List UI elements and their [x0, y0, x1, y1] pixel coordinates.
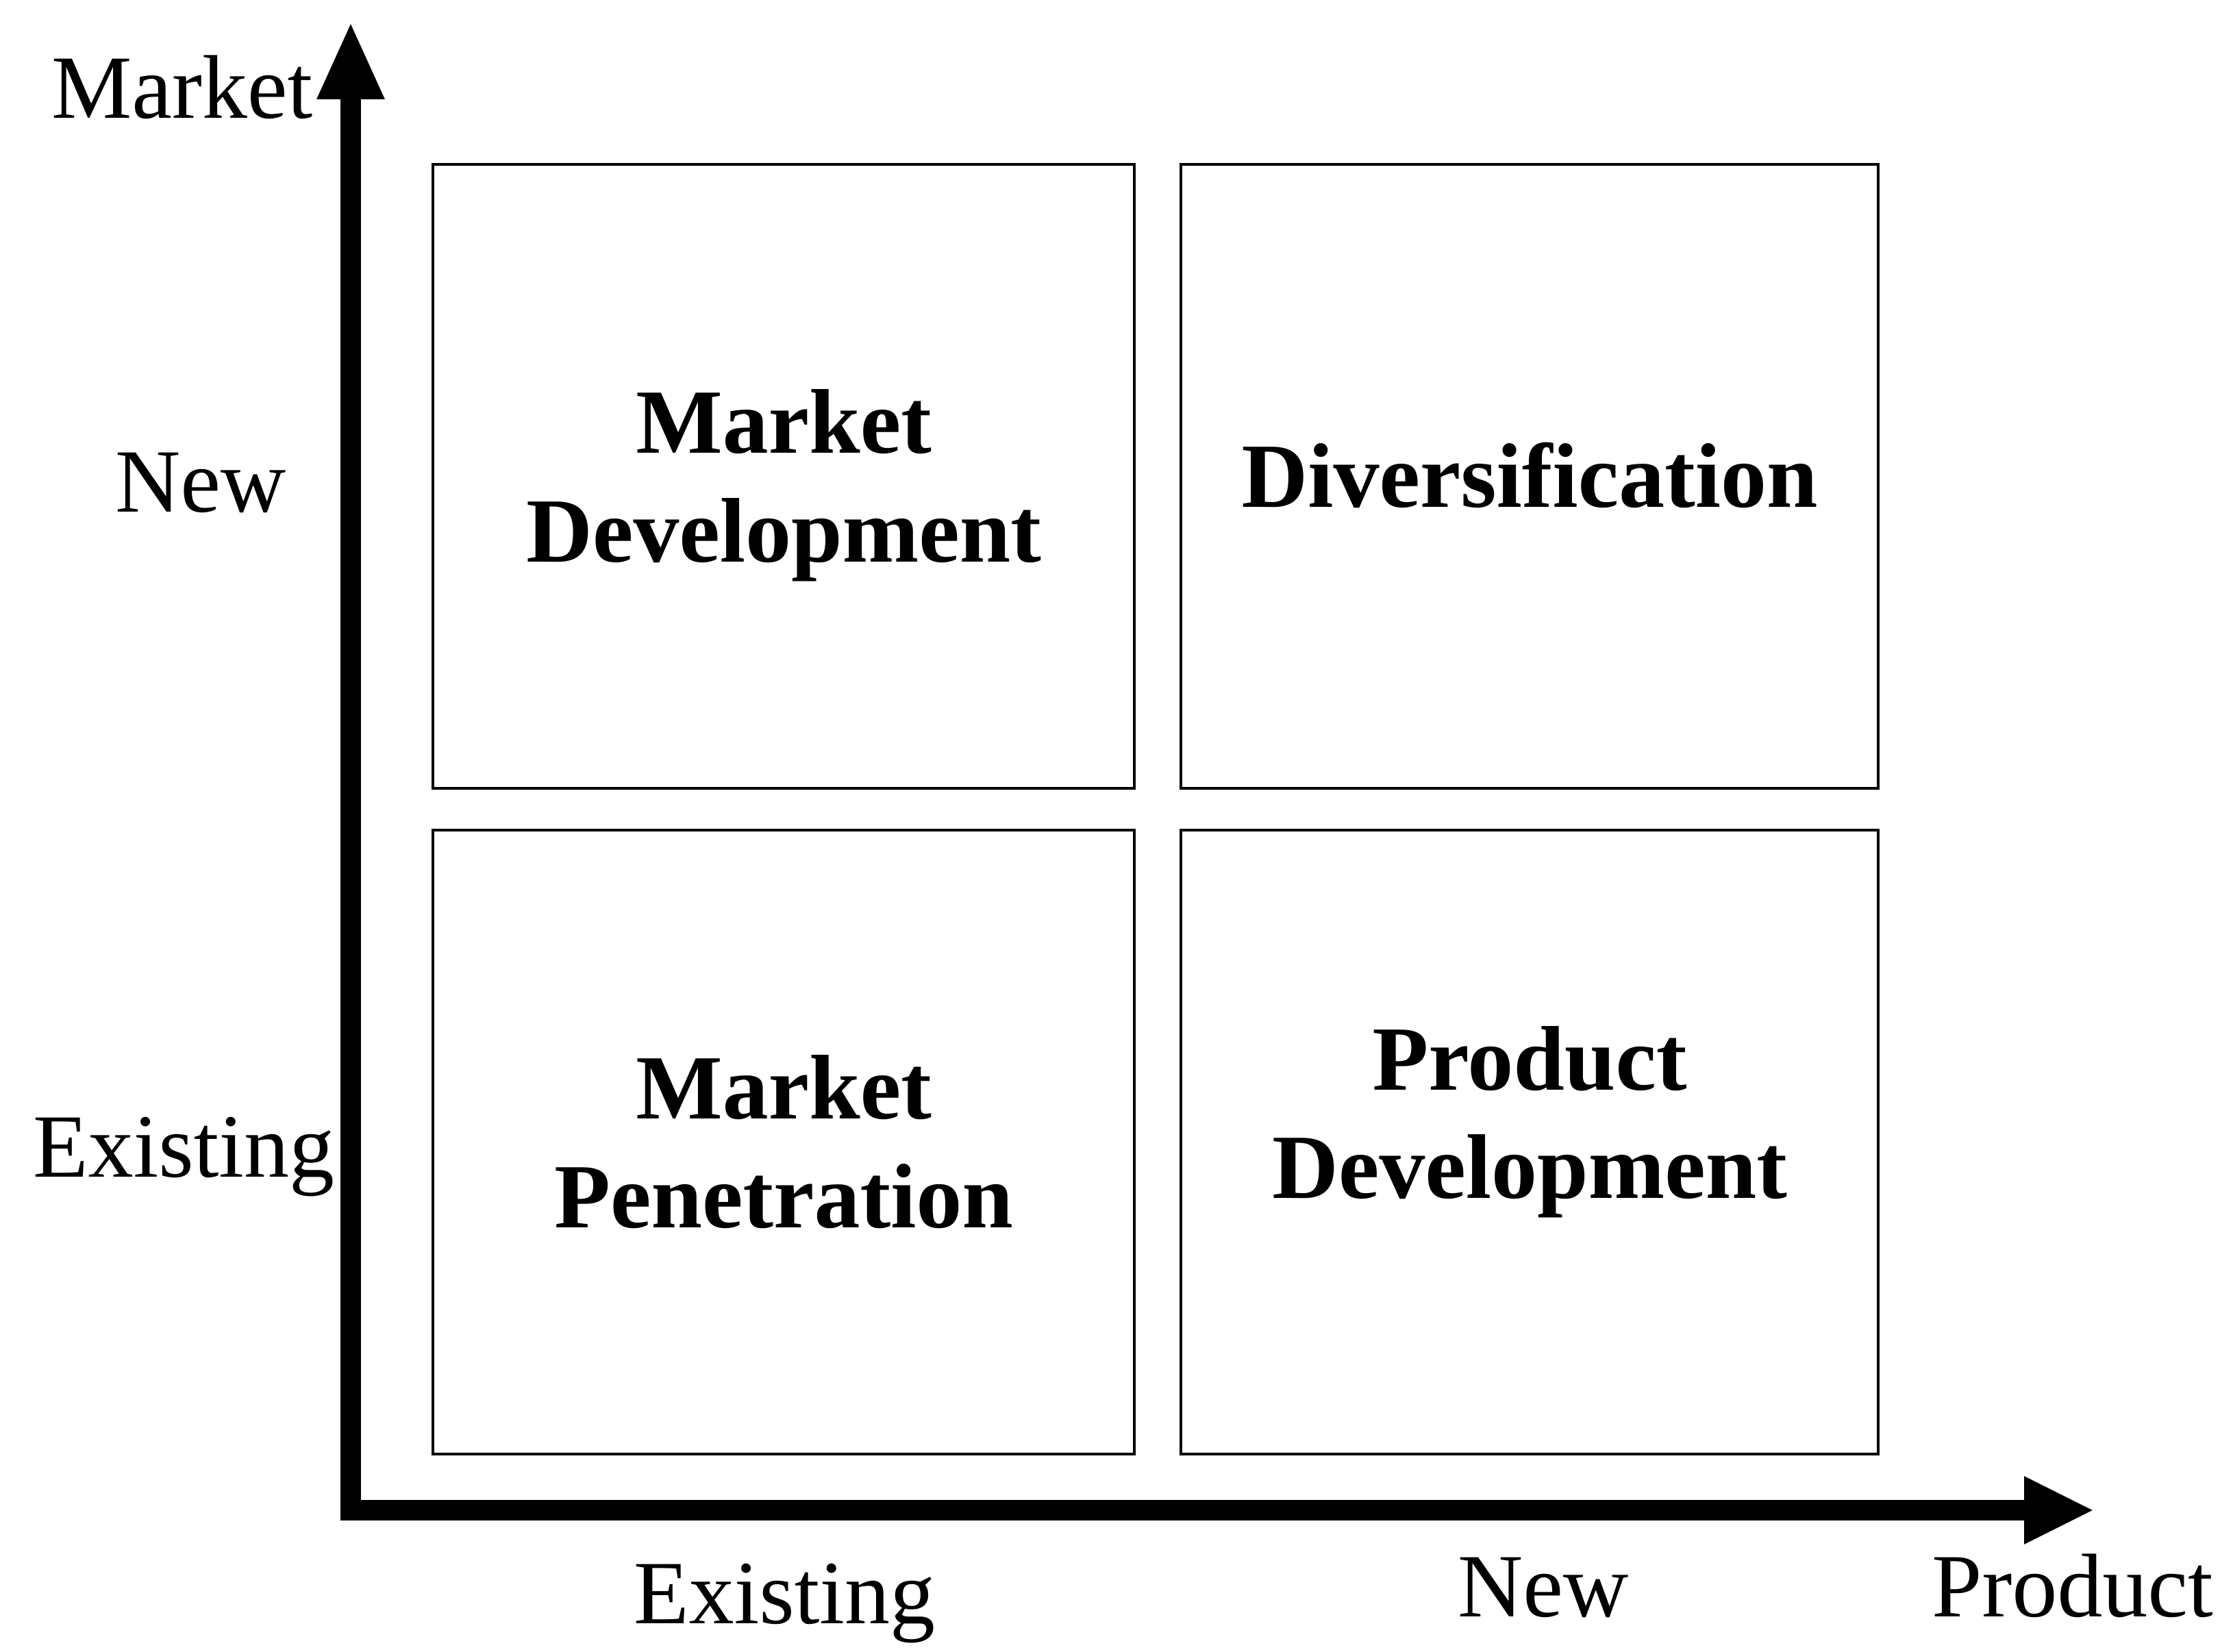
quadrant-product-development: Product Development	[1180, 829, 1880, 1455]
y-axis-title: Market	[51, 37, 313, 138]
quadrant-diversification: Diversification	[1180, 163, 1880, 790]
quadrant-market-penetration: Market Penetration	[432, 829, 1136, 1455]
quadrant-label: Product Development	[1272, 1008, 1787, 1218]
quadrant-label: Market Development	[526, 371, 1041, 581]
x-axis-arrowhead	[2024, 1476, 2093, 1544]
quadrant-label: Diversification	[1241, 425, 1818, 527]
y-tick-existing: Existing	[33, 1096, 335, 1197]
quadrant-label: Market Penetration	[554, 1037, 1013, 1247]
y-axis-arrowhead	[316, 24, 385, 99]
y-tick-new: New	[115, 431, 286, 531]
quadrant-market-development: Market Development	[432, 163, 1136, 790]
x-tick-new: New	[1458, 1536, 1629, 1636]
x-tick-existing: Existing	[634, 1542, 936, 1643]
y-axis-line	[340, 89, 361, 1520]
x-axis-title: Product	[1932, 1536, 2213, 1636]
x-axis-line	[340, 1500, 2039, 1520]
